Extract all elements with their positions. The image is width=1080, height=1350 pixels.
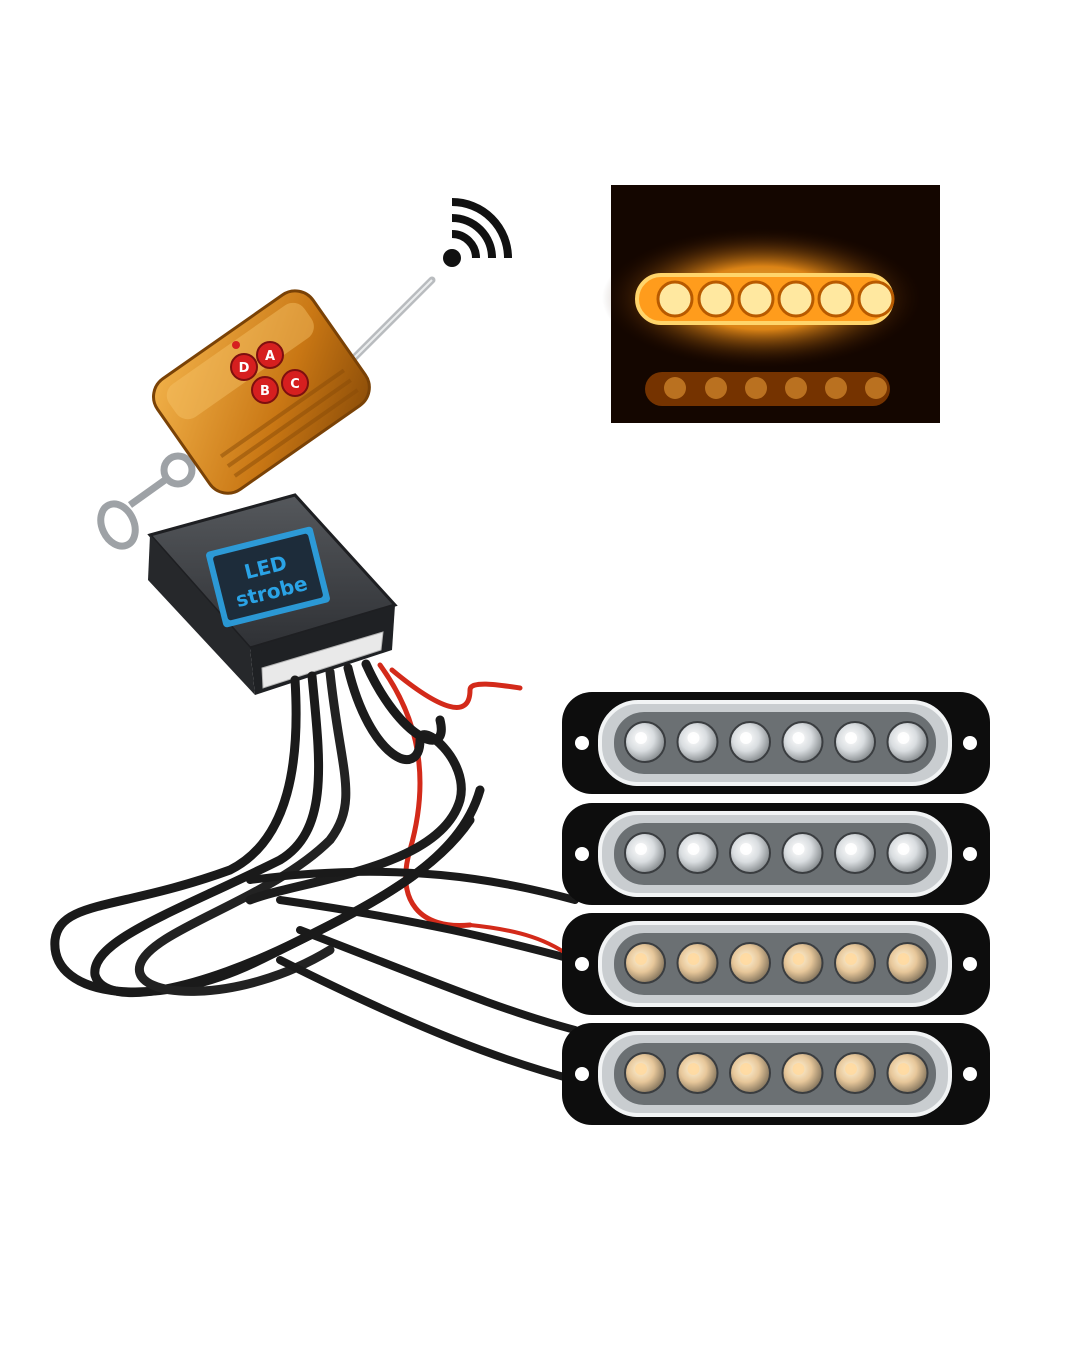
remote-control: D A B C — [97, 276, 436, 550]
light-bars — [562, 692, 990, 1125]
light-bar — [562, 913, 990, 1015]
remote-button-b: B — [251, 376, 279, 404]
svg-text:A: A — [265, 349, 275, 364]
light-bar — [562, 692, 990, 794]
remote-buttons: D A B C — [230, 341, 309, 404]
inset-leds — [656, 280, 895, 318]
svg-text:B: B — [260, 384, 270, 399]
light-bar — [562, 803, 990, 905]
wireless-signal-icon — [443, 198, 512, 267]
remote-button-d: D — [230, 353, 258, 381]
svg-text:D: D — [239, 361, 250, 376]
inset-glow-photo — [602, 185, 940, 423]
remote-button-a: A — [256, 341, 284, 369]
svg-text:C: C — [290, 377, 300, 392]
remote-button-c: C — [281, 369, 309, 397]
light-bar — [562, 1023, 990, 1125]
wire-harness — [50, 659, 579, 1084]
controller-box: LED strobe — [147, 493, 398, 695]
keychain — [97, 452, 196, 550]
